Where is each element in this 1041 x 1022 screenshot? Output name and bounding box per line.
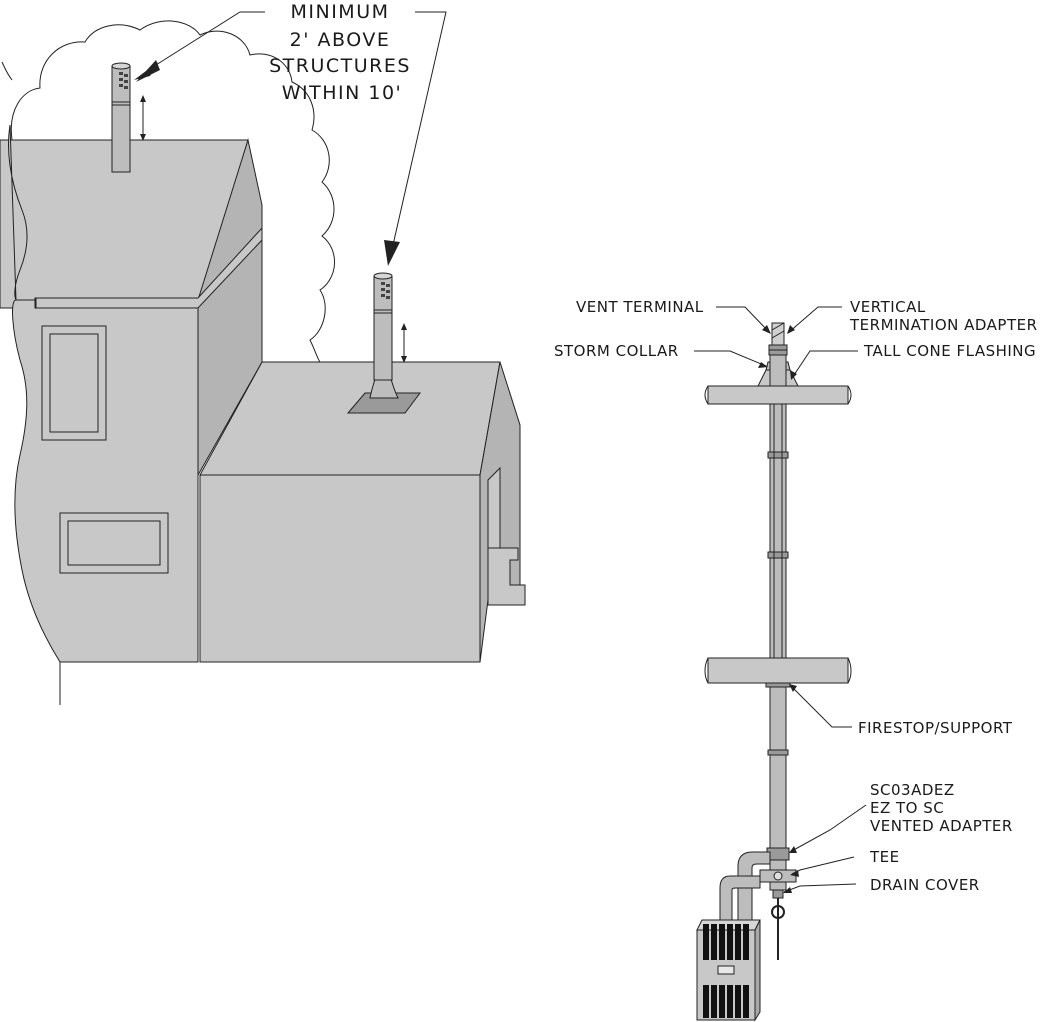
tree-outline-edge: [1, 61, 13, 81]
callout-line-2: 2' ABOVE: [290, 29, 391, 51]
label-vertical-termination-adapter-2: TERMINATION ADAPTER: [849, 316, 1038, 334]
label-drain-cover: DRAIN COVER: [870, 876, 980, 894]
vent-terminal: [768, 322, 788, 356]
label-tall-cone-flashing: TALL CONE FLASHING: [863, 342, 1036, 360]
roof-slab: [704, 385, 852, 405]
vertical-vent-pipe: [767, 354, 789, 849]
label-vent-terminal: VENT TERMINAL: [576, 298, 704, 316]
house-illustration: MINIMUM 2' ABOVE STRUCTURES WITHIN 10': [0, 1, 526, 705]
firestop-slab: [704, 657, 852, 688]
label-firestop-support: FIRESTOP/SUPPORT: [858, 719, 1013, 737]
label-vented-adapter-1: SC03ADEZ: [870, 781, 955, 799]
label-vertical-termination-adapter-1: VERTICAL: [850, 298, 926, 316]
label-vented-adapter-3: VENTED ADAPTER: [870, 817, 1013, 835]
vent-leaders: [694, 306, 867, 893]
tall-building-eave: [34, 226, 263, 309]
label-vented-adapter-2: EZ TO SC: [870, 799, 944, 817]
callout-line-4: WITHIN 10': [282, 82, 403, 104]
vent-leader-arrowheads: [758, 325, 799, 893]
low-building-front-wall: [199, 474, 481, 663]
vent-pipe-tall-building: [111, 62, 146, 173]
vent-system-illustration: VENT TERMINAL VERTICAL TERMINATION ADAPT…: [554, 298, 1038, 1022]
vent-pipe-low-building: [346, 272, 421, 414]
furnace: [696, 919, 761, 1022]
callout-line-3: STRUCTURES: [269, 55, 411, 77]
steps: [487, 547, 526, 606]
tee-assembly: [759, 847, 797, 960]
callout-leaders: [134, 11, 447, 266]
label-storm-collar: STORM COLLAR: [554, 342, 679, 360]
tree-outline: [10, 20, 335, 363]
callout-line-1: MINIMUM: [290, 1, 389, 23]
label-tee: TEE: [869, 848, 900, 866]
